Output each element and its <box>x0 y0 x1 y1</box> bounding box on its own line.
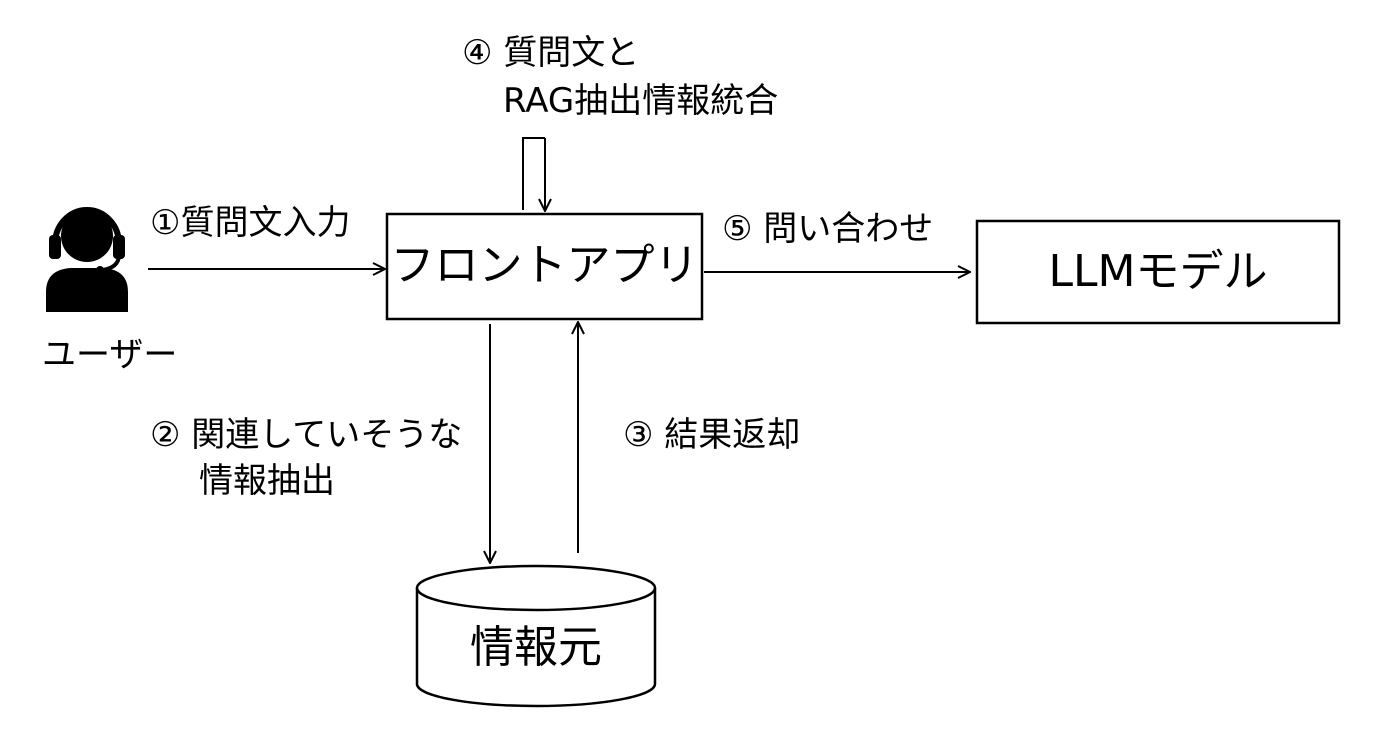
step2-label-line1: ② 関連していそうな <box>150 415 463 455</box>
step3-label: ③ 結果返却 <box>623 415 801 455</box>
information-source-cylinder <box>415 564 657 708</box>
operator-headset-icon <box>46 207 128 312</box>
llm-model-label: LLMモデル <box>1048 246 1268 297</box>
llm-model-box <box>975 219 1341 325</box>
information-source-label: 情報元 <box>470 622 602 673</box>
step1-label: ①質問文入力 <box>150 203 351 243</box>
step4-label-line2: RAG抽出情報統合 <box>503 81 779 121</box>
arrow-step4 <box>522 137 545 211</box>
step5-label: ⑤ 問い合わせ <box>722 209 934 249</box>
step4-label-line1: ④ 質問文と <box>462 33 640 73</box>
user-label: ユーザー <box>42 335 178 375</box>
step2-label-line2: 情報抽出 <box>199 461 335 501</box>
front-app-box <box>385 212 704 321</box>
front-app-label: フロントアプリ <box>390 240 699 291</box>
